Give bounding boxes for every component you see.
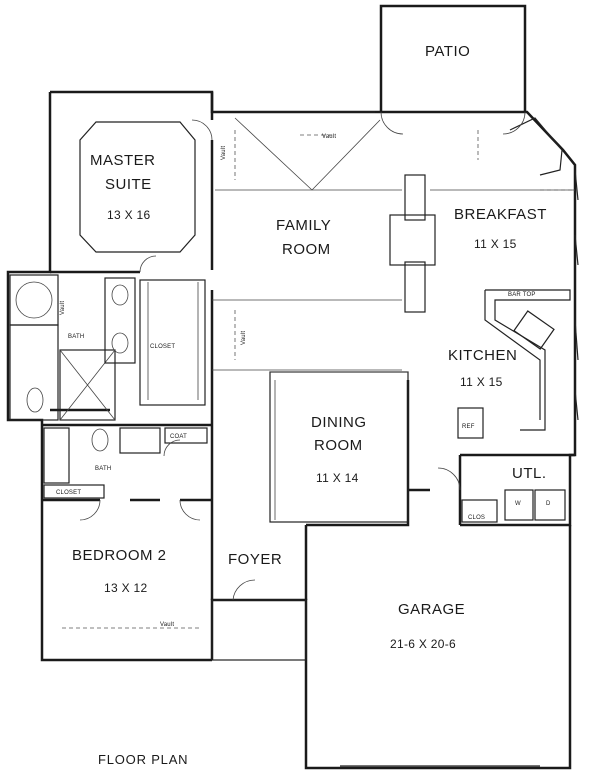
utility-closet-label: CLOS	[468, 515, 485, 521]
kitchen-label: KITCHEN	[448, 347, 517, 364]
foyer-vault-label: Vault	[241, 331, 247, 345]
bath-2-label: BATH	[95, 466, 111, 472]
bedroom-2-vault-label: Vault	[160, 622, 174, 628]
dryer-label: D	[546, 501, 551, 507]
refrigerator-label: REF	[462, 424, 475, 430]
bedroom-2-dim: 13 X 12	[104, 581, 147, 595]
breakfast-dim: 11 X 15	[474, 237, 517, 251]
bar-top-label: BAR TOP	[508, 292, 536, 298]
family-vault-label: Vault	[322, 134, 336, 140]
master-suite-dim: 13 X 16	[107, 208, 150, 222]
kitchen-dim: 11 X 15	[460, 375, 503, 389]
interior-walls	[9, 92, 579, 767]
dining-room-label-2: ROOM	[314, 437, 363, 454]
bath-vault-label: Vault	[60, 301, 66, 315]
family-room-label-1: FAMILY	[276, 217, 331, 234]
master-closet-label: CLOSET	[150, 344, 175, 350]
washer-label: W	[515, 501, 521, 507]
utility-label: UTL.	[512, 465, 547, 482]
room-labels: PATIO MASTER SUITE 13 X 16 FAMILY ROOM B…	[72, 43, 547, 651]
family-room-label-2: ROOM	[282, 241, 331, 258]
dining-room-dim: 11 X 14	[316, 471, 359, 485]
foyer-label: FOYER	[228, 551, 282, 568]
coat-closet-label: COAT	[170, 434, 187, 440]
master-bath-label: BATH	[68, 334, 84, 340]
patio-label: PATIO	[425, 43, 470, 60]
dining-room-label-1: DINING	[311, 414, 367, 431]
garage-label: GARAGE	[398, 601, 465, 618]
bedroom-2-label: BEDROOM 2	[72, 547, 167, 564]
master-suite-label-2: SUITE	[105, 176, 152, 193]
floor-plan-caption: FLOOR PLAN	[98, 752, 188, 767]
door-swings	[79, 111, 526, 601]
master-vault-label: Vault	[221, 146, 227, 160]
garage-dim: 21-6 X 20-6	[390, 637, 456, 651]
bedroom-2-closet-label: CLOSET	[56, 490, 81, 496]
small-labels: BATH CLOSET BATH CLOSET COAT BAR TOP W D…	[56, 134, 551, 628]
vault-arrows	[62, 130, 575, 629]
breakfast-label: BREAKFAST	[454, 206, 547, 223]
master-suite-label-1: MASTER	[90, 152, 156, 169]
patio-outline	[379, 4, 527, 112]
